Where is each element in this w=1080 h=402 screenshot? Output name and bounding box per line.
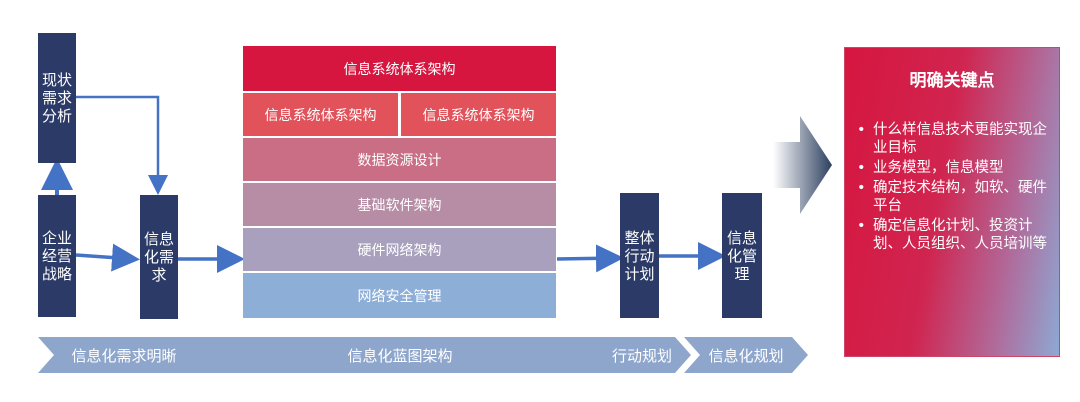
layer-sub-architecture-right: 信息系统体系架构	[401, 93, 556, 136]
key-points-panel: 明确关键点 什么样信息技术更能实现企业目标 业务模型，信息模型 确定技术结构，如…	[845, 48, 1059, 356]
arrow-architecture-to-plan	[556, 244, 624, 273]
arrow-analysis-to-requirements	[76, 95, 168, 195]
layer-hardware-network-architecture: 硬件网络架构	[243, 228, 556, 271]
box-it-requirements: 信息 化需 求	[140, 195, 178, 319]
phase-requirements-clarification: 信息化需求明晰	[38, 337, 210, 373]
box-current-analysis: 现状 需求 分析	[38, 33, 76, 163]
box-it-management: 信息 化管 理	[722, 193, 762, 318]
layer-basic-software-architecture: 基础软件架构	[243, 183, 556, 226]
key-point-item: 业务模型，信息模型	[855, 159, 1053, 177]
box-enterprise-strategy: 企业 经营 战略	[38, 195, 76, 317]
key-point-item: 确定技术结构，如软、硬件平台	[855, 179, 1053, 215]
key-points-list: 什么样信息技术更能实现企业目标 业务模型，信息模型 确定技术结构，如软、硬件平台…	[855, 121, 1053, 255]
arrow-strategy-to-requirements	[75, 243, 140, 272]
key-points-title: 明确关键点	[909, 71, 995, 91]
phase-action-planning: 行动规划	[593, 337, 691, 373]
key-point-item: 确定信息化计划、投资计划、人员组织、人员培训等	[855, 217, 1053, 253]
phase-it-planning: 信息化规划	[684, 337, 808, 373]
big-gradient-arrow	[773, 116, 832, 214]
layer-info-system-architecture: 信息系统体系架构	[243, 46, 556, 91]
key-point-item: 什么样信息技术更能实现企业目标	[855, 121, 1053, 157]
phase-blueprint-architecture: 信息化蓝图架构	[190, 337, 610, 373]
layer-sub-architecture-left: 信息系统体系架构	[243, 93, 398, 136]
box-overall-action-plan: 整体 行动 计划	[620, 193, 659, 318]
layer-network-security-management: 网络安全管理	[243, 273, 556, 318]
layer-data-resource-design: 数据资源设计	[243, 138, 556, 181]
